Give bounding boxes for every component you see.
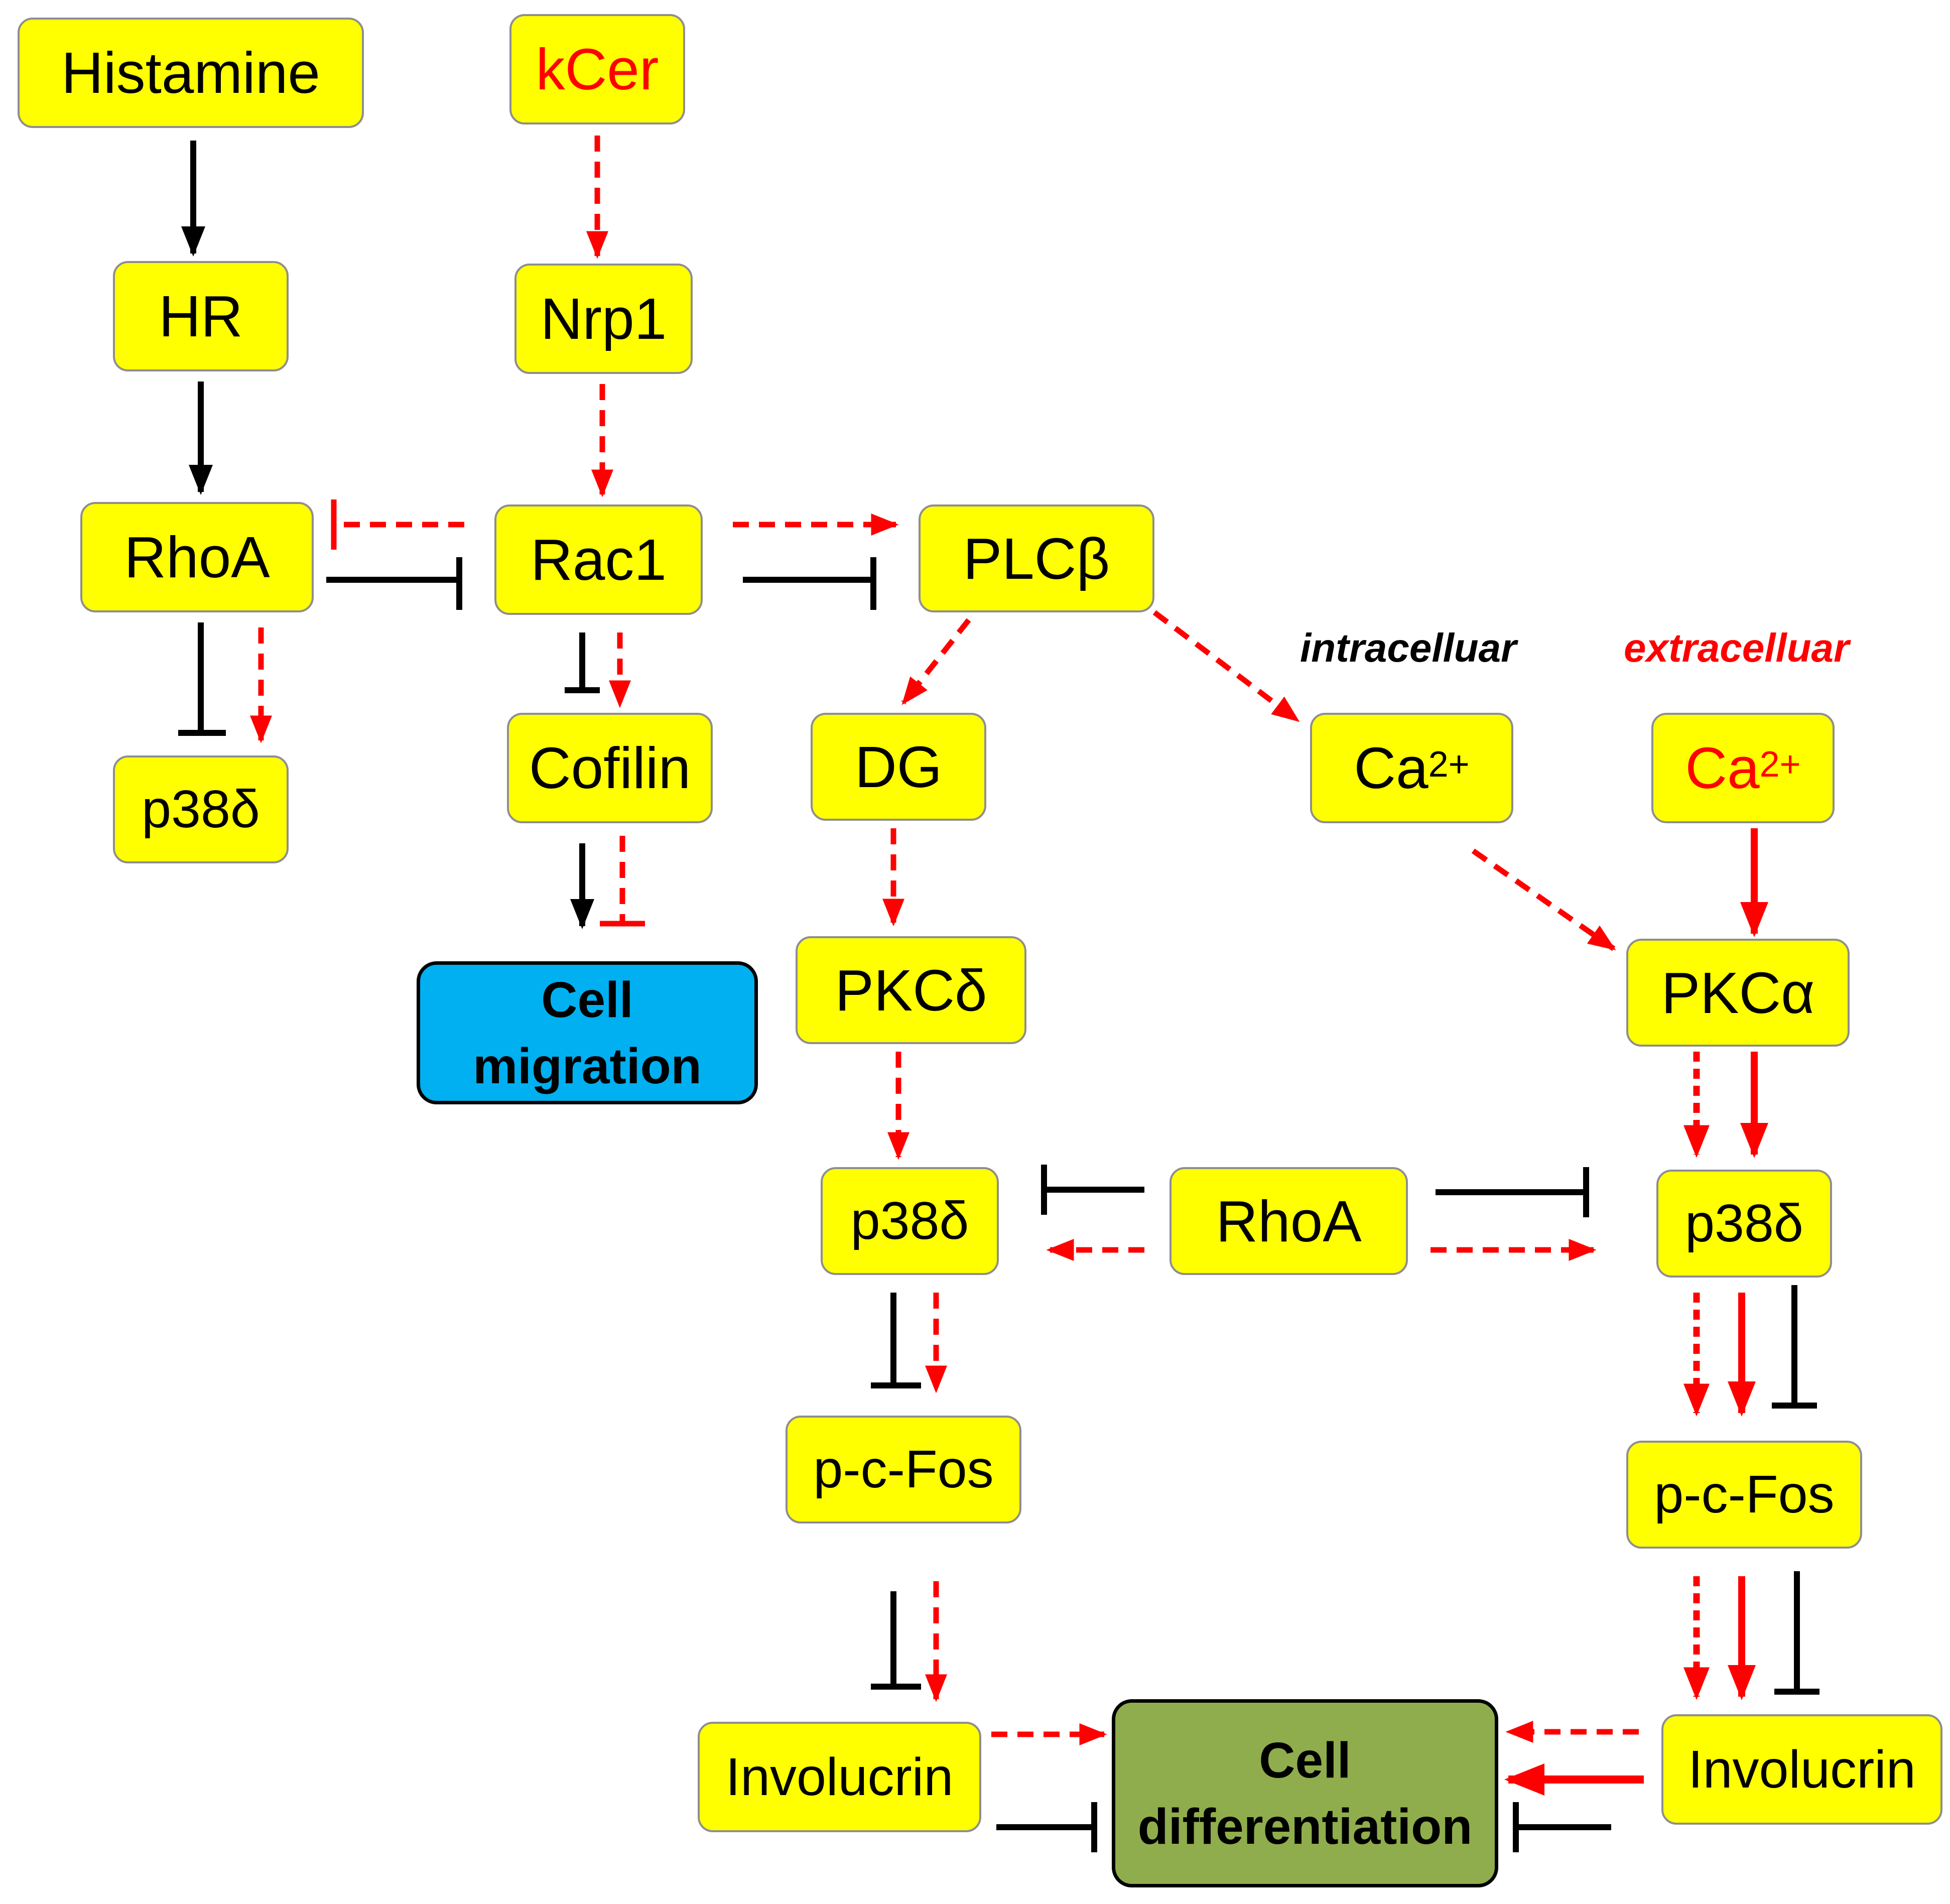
label-intracellular: intracelluar [1300, 625, 1517, 670]
outcome-cell-differentiation: Cell differentiation [1112, 1699, 1498, 1887]
node-rhoa-upper: RhoA [80, 502, 314, 612]
node-hr: HR [113, 261, 289, 371]
node-rhoa-middle: RhoA [1169, 1167, 1408, 1275]
node-pkcd: PKCδ [796, 936, 1026, 1044]
node-histamine: Histamine [18, 18, 364, 128]
node-pkca: PKCα [1626, 939, 1850, 1047]
ca-intra-label: Ca [1354, 735, 1428, 801]
node-rac1: Rac1 [494, 504, 703, 615]
node-involucrin-right: Involucrin [1661, 1714, 1942, 1825]
node-p38d-middle: p38δ [821, 1167, 999, 1275]
node-involucrin-middle: Involucrin [698, 1722, 981, 1832]
node-kcer: kCer [509, 14, 685, 124]
outcome-cell-migration: Cell migration [417, 961, 758, 1104]
node-plcb: PLCβ [919, 504, 1154, 612]
cell-migration-line1: Cell [541, 971, 633, 1028]
node-pcfos-right: p-c-Fos [1626, 1441, 1862, 1549]
arrow-plcb-to-dg [901, 618, 971, 705]
arrow-ca-intra-to-pkca [1471, 848, 1616, 951]
label-extracellular: extracelluar [1624, 625, 1850, 670]
ca-extra-label: Ca [1685, 735, 1760, 801]
node-nrp1: Nrp1 [514, 264, 693, 374]
cell-migration-line2: migration [473, 1038, 702, 1094]
node-cofilin: Cofilin [507, 713, 713, 823]
arrow-plcb-to-ca-intra [1152, 610, 1300, 723]
cell-differentiation-line2: differentiation [1137, 1798, 1473, 1855]
node-p38d-left: p38δ [113, 755, 289, 863]
node-pcfos-middle: p-c-Fos [786, 1416, 1021, 1524]
cell-differentiation-line1: Cell [1259, 1732, 1351, 1789]
node-dg: DG [811, 713, 986, 821]
node-p38d-right: p38δ [1656, 1170, 1832, 1278]
